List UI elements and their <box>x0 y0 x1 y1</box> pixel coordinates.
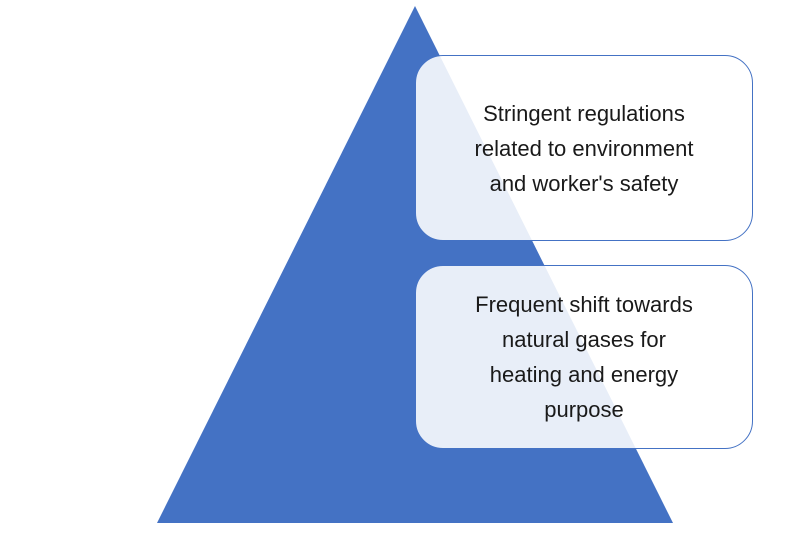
callout-text-regulations: Stringent regulations related to environ… <box>474 100 694 196</box>
callout-box-regulations: Stringent regulations related to environ… <box>415 55 753 241</box>
callout-box-natural-gas: Frequent shift towards natural gases for… <box>415 265 753 449</box>
callout-text-natural-gas: Frequent shift towards natural gases for… <box>475 292 693 422</box>
